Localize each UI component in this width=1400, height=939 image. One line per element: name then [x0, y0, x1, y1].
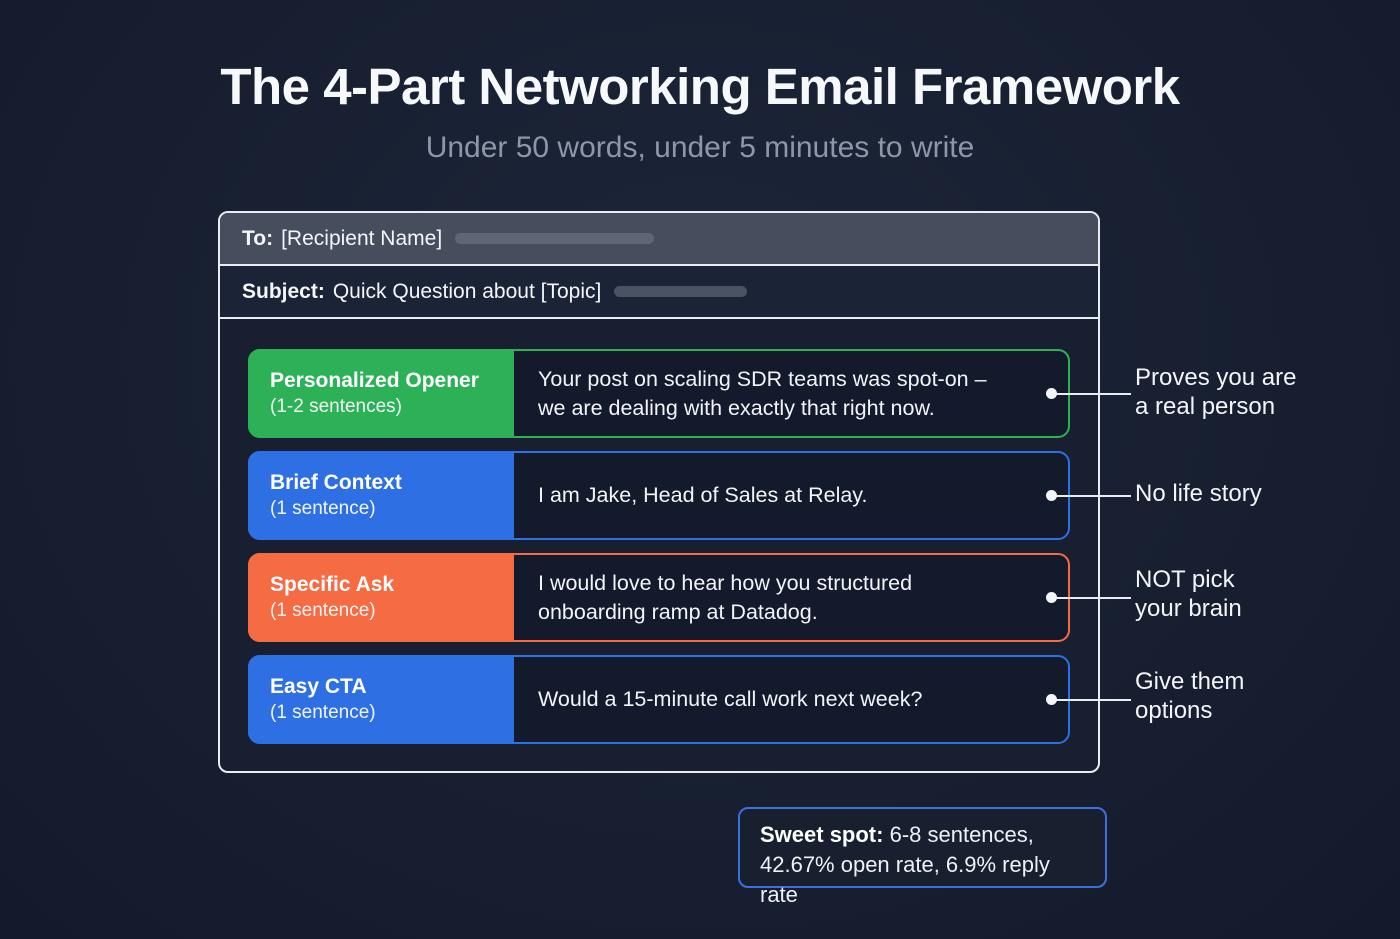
to-label: To: [242, 226, 274, 250]
email-to-row: To: [Recipient Name] [220, 213, 1098, 266]
connector-line [1053, 698, 1131, 701]
row-example-text: I am Jake, Head of Sales at Relay. [538, 483, 868, 508]
row-label-sub: (1 sentence) [270, 702, 376, 723]
connector-dot [1046, 694, 1057, 705]
page-subtitle: Under 50 words, under 5 minutes to write [425, 131, 975, 164]
connector-line [1053, 392, 1131, 395]
sweet-spot-label: Sweet spot: [760, 822, 884, 847]
row-label-title: Brief Context [270, 471, 402, 494]
email-mockup: To: [Recipient Name] Subject: Quick Ques… [218, 211, 1131, 773]
annotation-personalized-opener: Proves you are a real person [1135, 364, 1297, 420]
row-label-title: Personalized Opener [270, 369, 479, 392]
row-example-text: I would love to hear how you structured … [538, 570, 913, 624]
subject-label: Subject: [242, 279, 325, 303]
annotation-specific-ask: NOT pick your brain [1135, 566, 1242, 622]
sweet-spot-callout: Sweet spot: 6-8 sentences, 42.67% open r… [738, 807, 1107, 907]
annotation-brief-context: No life story [1135, 480, 1262, 507]
connector-line [1053, 596, 1131, 599]
framework-row-personalized-opener: Personalized Opener (1-2 sentences) Your… [248, 349, 1131, 438]
page-title: The 4-Part Networking Email Framework [220, 58, 1180, 115]
framework-row-easy-cta: Easy CTA (1 sentence) Would a 15-minute … [248, 655, 1131, 744]
framework-row-specific-ask: Specific Ask (1 sentence) I would love t… [248, 553, 1131, 642]
topic-placeholder-bar [614, 286, 748, 297]
to-value: [Recipient Name] [281, 226, 443, 250]
annotation-easy-cta: Give them options [1135, 668, 1245, 724]
email-subject-row: Subject: Quick Question about [Topic] [220, 266, 1098, 319]
recipient-placeholder-bar [455, 233, 655, 244]
subject-value: Quick Question about [Topic] [332, 279, 602, 303]
connector-dot [1046, 592, 1057, 603]
connector-line [1053, 494, 1131, 497]
connector-dot [1046, 490, 1057, 501]
row-label-title: Easy CTA [270, 675, 367, 698]
row-label-sub: (1 sentence) [270, 498, 376, 519]
row-label-block: Personalized Opener (1-2 sentences) [248, 349, 514, 438]
row-example-text: Your post on scaling SDR teams was spot-… [538, 366, 987, 420]
row-example-text: Would a 15-minute call work next week? [538, 687, 923, 712]
row-label-sub: (1 sentence) [270, 600, 376, 621]
framework-row-brief-context: Brief Context (1 sentence) I am Jake, He… [248, 451, 1131, 540]
connector-dot [1046, 388, 1057, 399]
row-label-block: Specific Ask (1 sentence) [248, 553, 514, 642]
row-label-block: Easy CTA (1 sentence) [248, 655, 514, 744]
row-label-block: Brief Context (1 sentence) [248, 451, 514, 540]
row-label-sub: (1-2 sentences) [270, 396, 403, 417]
email-body: Personalized Opener (1-2 sentences) Your… [220, 319, 1131, 744]
row-label-title: Specific Ask [270, 573, 395, 596]
sweet-spot-text: 6-8 sentences, 42.67% open rate, 6.9% re… [760, 822, 1050, 907]
